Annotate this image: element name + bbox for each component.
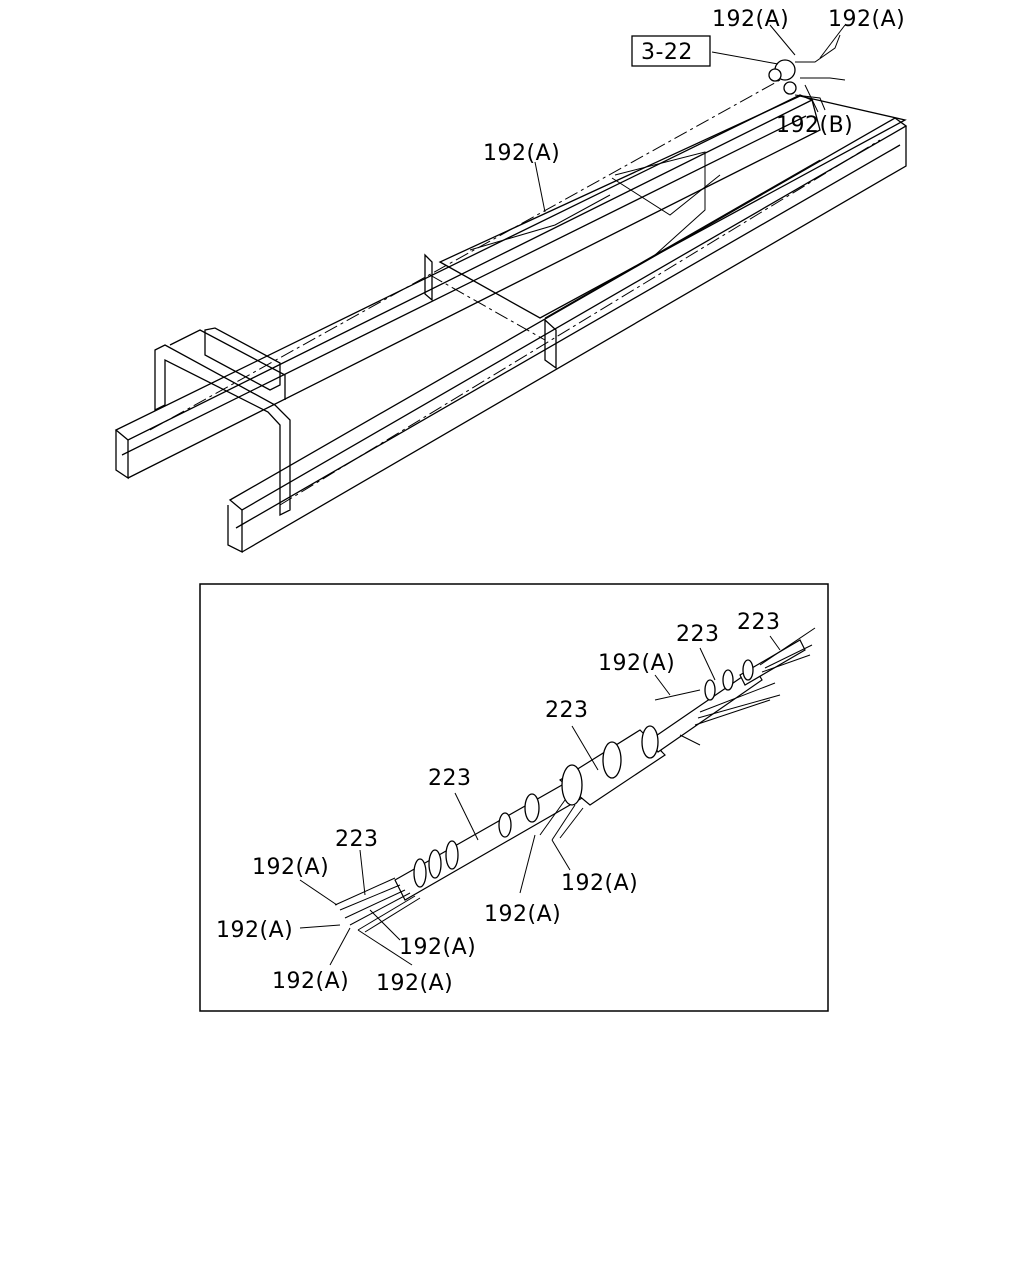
frame-assembly bbox=[114, 34, 908, 554]
callout-192-5: 192(A) bbox=[216, 918, 293, 943]
callout-192-4: 192(A) bbox=[484, 902, 561, 927]
callout-192-3: 192(A) bbox=[561, 871, 638, 896]
callout-192-7: 192(A) bbox=[272, 969, 349, 994]
detail-frame bbox=[199, 583, 829, 1012]
callout-top-4: 192(A) bbox=[483, 141, 560, 166]
detail-leaders bbox=[299, 635, 781, 966]
top-leaders bbox=[534, 24, 846, 213]
callout-top-2: 192(A) bbox=[828, 7, 905, 32]
ref-box bbox=[631, 35, 711, 67]
harness-bundle bbox=[334, 627, 816, 933]
callout-223-1: 223 bbox=[335, 827, 379, 852]
callout-223-3: 223 bbox=[545, 698, 589, 723]
callout-192-6: 192(A) bbox=[399, 935, 476, 960]
callout-192-8: 192(A) bbox=[376, 971, 453, 996]
callout-192-2: 192(A) bbox=[252, 855, 329, 880]
ref-box-label: 3-22 bbox=[641, 40, 693, 65]
callout-223-5: 223 bbox=[737, 610, 781, 635]
callout-223-4: 223 bbox=[676, 622, 720, 647]
callout-223-2: 223 bbox=[428, 766, 472, 791]
callout-top-3: 192(B) bbox=[776, 113, 853, 138]
callout-192-1: 192(A) bbox=[598, 651, 675, 676]
callout-top-1: 192(A) bbox=[712, 7, 789, 32]
